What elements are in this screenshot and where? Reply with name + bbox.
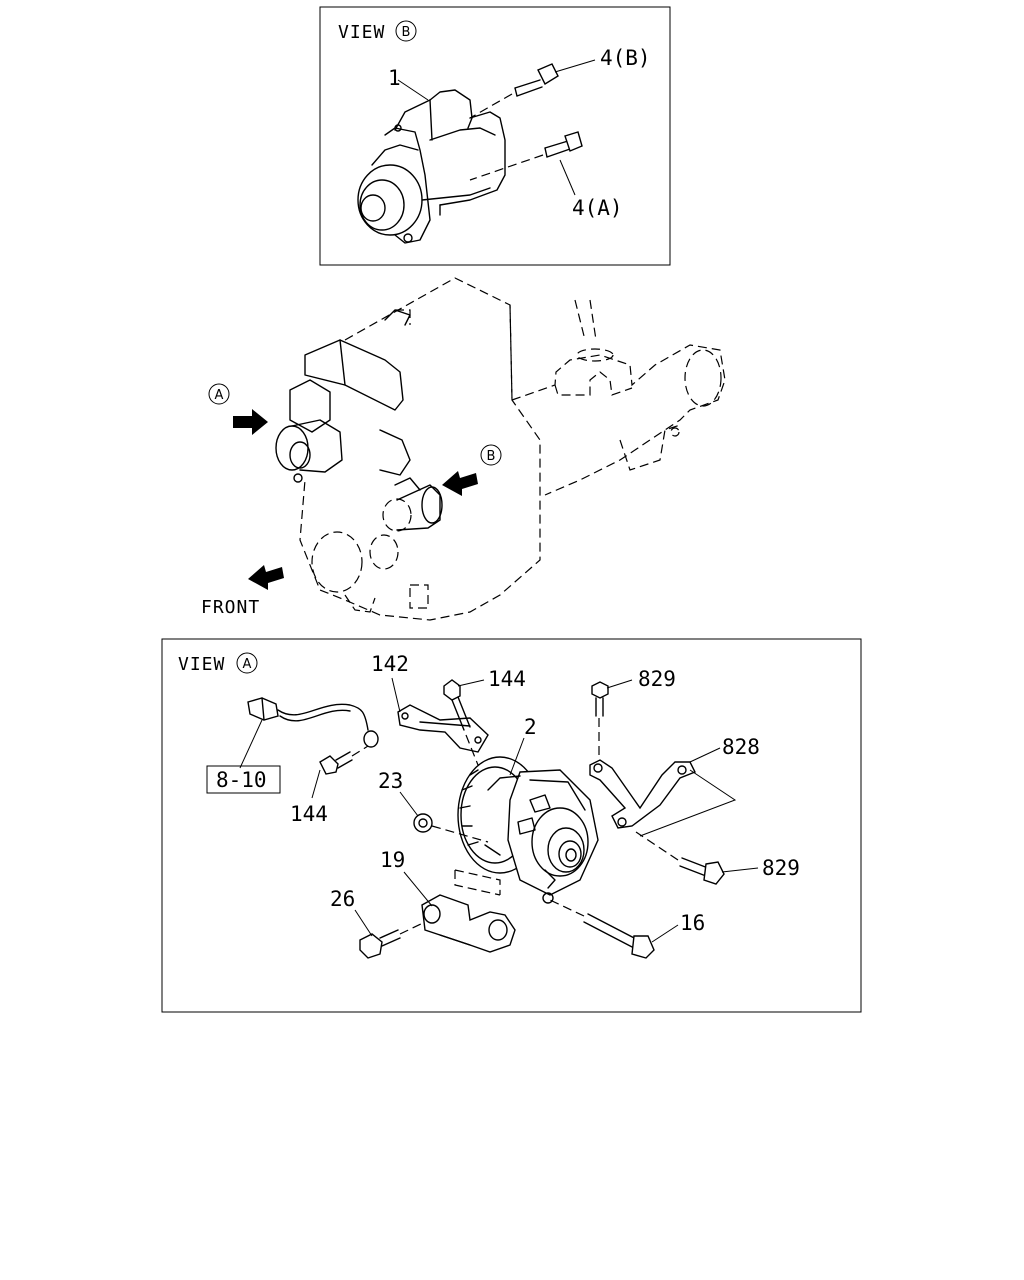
leader-1: [397, 79, 429, 101]
bolt-4b-icon: [469, 63, 559, 119]
callout-828: 828: [722, 735, 760, 759]
marker-a-circle: [208, 383, 230, 405]
view-b-frame: [319, 6, 671, 266]
bracket-19-icon: [421, 869, 516, 953]
arrow-a-icon: [233, 409, 268, 435]
engine-overview: A B FRONT: [201, 277, 726, 621]
view-a-marker-circle: [236, 652, 258, 674]
bolt-144-top-icon: [443, 679, 479, 766]
bolt-4a-icon: [469, 131, 583, 181]
arrow-b-icon: [442, 471, 478, 496]
leader-8-10: [239, 719, 263, 769]
leader-828: [689, 747, 721, 763]
bolt-26-icon: [359, 921, 426, 959]
view-b-title: VIEW: [338, 22, 385, 43]
view-a-marker: A: [243, 657, 252, 672]
leader-829-right: [721, 867, 759, 873]
leader-16: [651, 924, 679, 943]
view-b-panel: VIEW B: [319, 6, 671, 266]
leader-142: [391, 677, 401, 713]
bolt-829-top-icon: [591, 681, 609, 760]
view-b-marker-circle: [395, 20, 417, 42]
marker-b: B: [487, 449, 496, 464]
callout-16: 16: [680, 911, 705, 935]
leader-829-top: [606, 679, 633, 689]
engine-alternator-b: [382, 477, 443, 532]
view-a-frame: [161, 638, 862, 1013]
marker-a: A: [215, 388, 224, 403]
leader-4b: [554, 59, 596, 73]
callout-4b: 4(B): [600, 46, 651, 70]
bolt-829-right-icon: [635, 831, 725, 885]
callout-26: 26: [330, 887, 355, 911]
callout-829-right: 829: [762, 856, 800, 880]
view-a-title: VIEW: [178, 654, 225, 675]
leader-19: [403, 871, 433, 907]
bolt-144-left-icon: [319, 745, 369, 775]
callout-829-top: 829: [638, 667, 676, 691]
leader-2: [509, 737, 525, 776]
harness-bracket-142: [397, 704, 489, 753]
callout-1: 1: [388, 66, 401, 90]
leader-23: [399, 791, 419, 817]
callout-19: 19: [380, 848, 405, 872]
leader-4a: [559, 159, 576, 196]
ref-box-frame: [206, 765, 281, 794]
callout-144-top: 144: [488, 667, 526, 691]
nut-23-icon: [413, 813, 489, 843]
starter-motor-illustration: [357, 89, 506, 244]
engine-starter-a: [275, 419, 343, 483]
arrow-front-icon: [248, 565, 284, 590]
view-a-panel: VIEW A: [161, 638, 862, 1013]
harness-connector-icon: [247, 697, 379, 748]
leader-144-top: [457, 679, 485, 687]
bracket-828-icon: [589, 759, 737, 837]
alternator-illustration: [457, 756, 599, 904]
callout-2: 2: [524, 715, 537, 739]
front-label: FRONT: [201, 597, 260, 618]
view-b-marker: B: [402, 25, 411, 40]
bolt-16-icon: [549, 899, 655, 959]
marker-b-circle: [480, 444, 502, 466]
leader-26: [354, 909, 373, 937]
ref-box-label[interactable]: 8-10: [216, 768, 267, 792]
callout-144-left: 144: [290, 802, 328, 826]
callout-142: 142: [371, 652, 409, 676]
callout-23: 23: [378, 769, 403, 793]
leader-144-left: [311, 769, 321, 799]
callout-4a: 4(A): [572, 196, 623, 220]
